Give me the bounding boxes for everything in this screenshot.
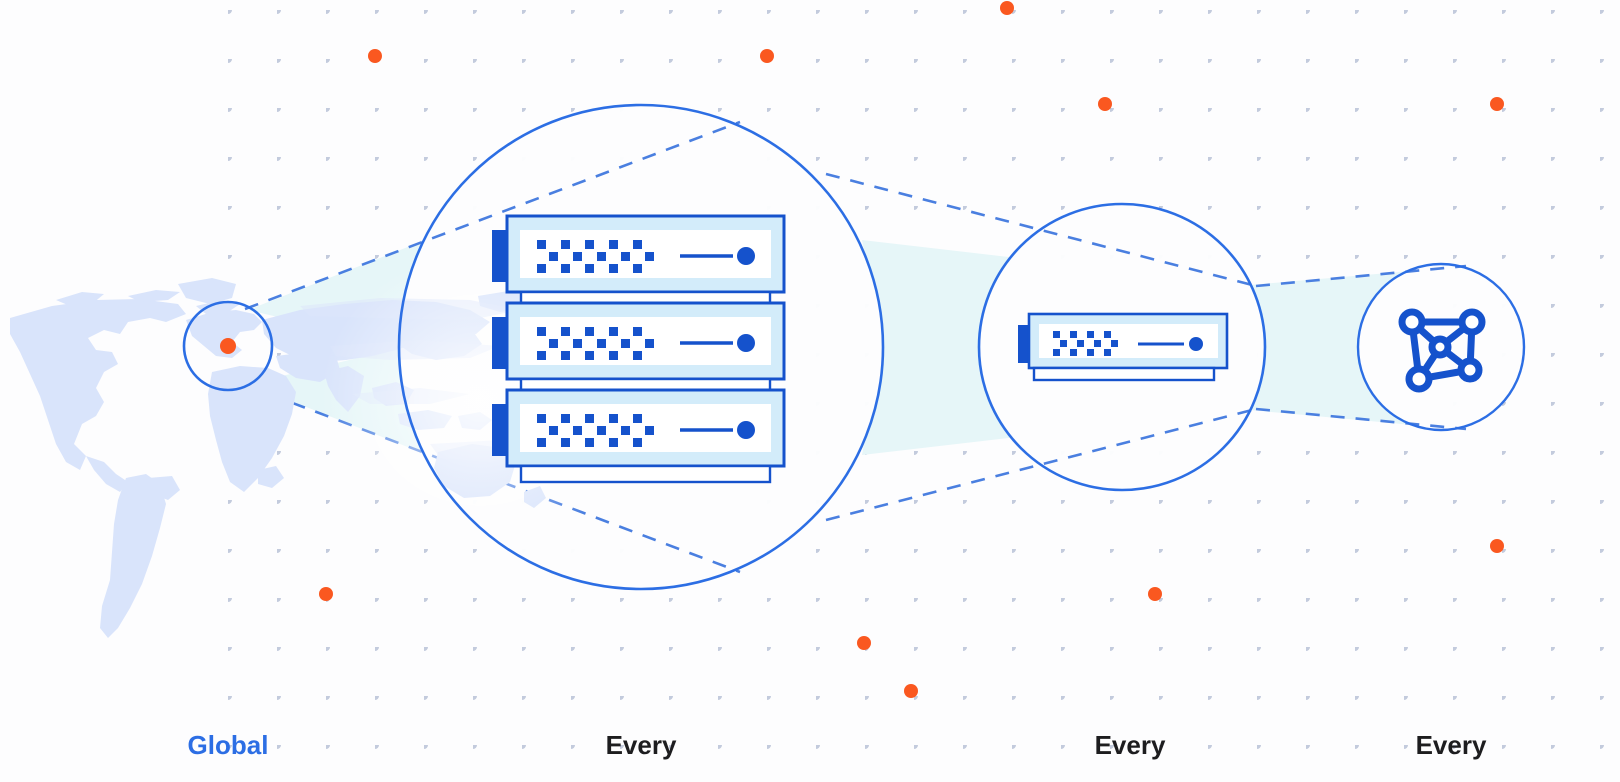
label-line-1: Global xyxy=(187,730,269,760)
label-line-1: Every xyxy=(1415,730,1487,760)
orange-dot xyxy=(1490,97,1504,111)
server-circle-outline xyxy=(977,202,1267,492)
stage-label-every-data-center: Every data center xyxy=(511,668,771,782)
orange-dot xyxy=(760,49,774,63)
orange-accent-dots xyxy=(319,1,1504,698)
orange-dot xyxy=(1098,97,1112,111)
dash-bottom-server-service xyxy=(1255,407,1467,431)
single-server-status-led xyxy=(1189,337,1203,351)
server-led-array-3 xyxy=(537,414,654,447)
network-nodes-icon xyxy=(1398,308,1486,393)
single-server-icon xyxy=(1018,312,1229,382)
label-line-1: Every xyxy=(605,730,677,760)
server-rack-icon xyxy=(492,214,786,484)
server-rack-unit-3 xyxy=(492,388,786,484)
orange-dot xyxy=(1490,539,1504,553)
orange-dot xyxy=(1148,587,1162,601)
orange-dot xyxy=(857,636,871,650)
global-network-focus-circle xyxy=(182,300,274,392)
service-circle-outline xyxy=(1356,262,1526,432)
dash-top-server-service xyxy=(1255,264,1467,288)
server-led-array-2 xyxy=(537,327,654,360)
stage-label-global-network: Global network xyxy=(128,668,328,782)
stage-label-every-server: Every server xyxy=(1030,668,1230,782)
label-line-1: Every xyxy=(1094,730,1166,760)
global-network-location-pin xyxy=(220,338,236,354)
server-status-led-3 xyxy=(737,421,755,439)
server-led-array-1 xyxy=(537,240,654,273)
server-rack-unit-2 xyxy=(492,301,786,393)
stage-label-every-service: Every service xyxy=(1351,668,1551,782)
server-rack-unit-1 xyxy=(492,214,786,306)
orange-dot xyxy=(368,49,382,63)
server-status-led-2 xyxy=(737,334,755,352)
server-status-led-1 xyxy=(737,247,755,265)
datacenter-circle-outline xyxy=(397,103,885,591)
orange-dot xyxy=(1000,1,1014,15)
orange-dot xyxy=(904,684,918,698)
single-server-led-array xyxy=(1053,331,1118,356)
orange-dot xyxy=(319,587,333,601)
